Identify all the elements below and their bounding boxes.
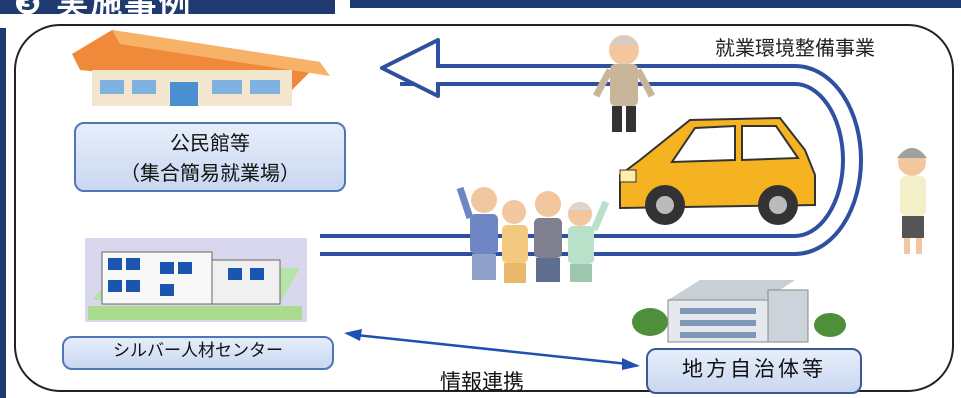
info-link-label: 情報連携 bbox=[440, 370, 524, 394]
header-bar: ❸ 実施事例 bbox=[0, 0, 335, 22]
car-icon bbox=[619, 116, 816, 225]
community-center-building-icon bbox=[72, 30, 330, 106]
header-rule bbox=[350, 0, 961, 8]
silver-center-building-icon bbox=[85, 238, 307, 322]
header-title: ❸ 実施事例 bbox=[14, 0, 193, 22]
info-link-arrow bbox=[344, 329, 640, 370]
government-building-icon bbox=[632, 280, 846, 343]
work-environment-label: 就業環境整備事業 bbox=[715, 36, 875, 60]
diagram-frame bbox=[14, 24, 954, 392]
community-center-label-line1: 公民館等 bbox=[170, 131, 250, 155]
local-government-label-box: 地方自治体等 bbox=[646, 348, 862, 394]
community-center-label-line2: （集合簡易就業場） bbox=[120, 161, 300, 185]
route-arrow bbox=[320, 38, 863, 256]
community-center-label-box: 公民館等 （集合簡易就業場） bbox=[74, 122, 346, 192]
silver-center-label-box: シルバー人材センター bbox=[62, 336, 334, 370]
left-accent-bar bbox=[0, 28, 6, 398]
elderly-group-icon bbox=[456, 186, 610, 283]
elderly-man-icon bbox=[592, 35, 656, 132]
elderly-woman-icon bbox=[897, 148, 927, 254]
